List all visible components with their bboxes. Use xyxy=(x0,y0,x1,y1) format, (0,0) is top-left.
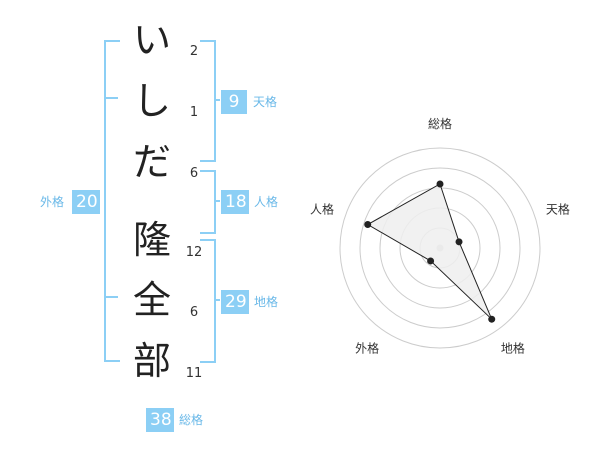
name-char-2: し xyxy=(132,79,171,123)
bracket-connector xyxy=(214,299,220,301)
radar-point-3 xyxy=(488,315,496,323)
gaikaku-value: 20 xyxy=(72,190,100,214)
radar-point-1 xyxy=(436,180,444,188)
tenkaku-label: 天格 xyxy=(253,95,278,109)
radar-point-5 xyxy=(364,221,372,229)
radar-axis-label: 総格 xyxy=(428,116,452,131)
chikaku-label: 地格 xyxy=(254,295,279,309)
chikaku-bracket xyxy=(200,239,216,363)
radar-axis-label: 地格 xyxy=(501,340,525,355)
stroke-count-1: 2 xyxy=(189,44,199,59)
tenkaku-bracket xyxy=(200,40,216,162)
jinkaku-value: 18 xyxy=(221,190,249,214)
bracket-connector xyxy=(214,99,220,101)
stroke-count-6: 11 xyxy=(185,366,203,381)
name-char-1: い xyxy=(132,18,171,62)
stroke-count-5: 6 xyxy=(189,305,199,320)
stroke-count-3: 6 xyxy=(189,166,199,181)
radar-point-2 xyxy=(455,238,463,246)
radar-point-4 xyxy=(427,257,435,265)
name-char-4: 隆 xyxy=(132,218,171,262)
radar-grid-ring xyxy=(339,147,541,349)
jinkaku-bracket xyxy=(200,170,216,234)
jinkaku-label: 人格 xyxy=(254,195,279,209)
name-char-6: 部 xyxy=(132,339,171,383)
radar-axis-label: 人格 xyxy=(310,202,334,217)
stroke-count-4: 12 xyxy=(185,245,203,260)
radar-grid-ring xyxy=(359,167,521,329)
soukaku-value: 38 xyxy=(146,408,174,432)
gaikaku-label: 外格 xyxy=(40,195,65,209)
bracket-tick xyxy=(104,296,118,298)
gaikaku-bracket xyxy=(104,40,120,362)
radar-axis-label: 外格 xyxy=(355,340,379,355)
bracket-tick xyxy=(104,97,118,99)
radar-series-polygon xyxy=(366,183,493,320)
tenkaku-value: 9 xyxy=(221,90,247,114)
radar-axis-label: 天格 xyxy=(546,202,570,217)
stroke-count-2: 1 xyxy=(189,105,199,120)
bracket-connector xyxy=(214,200,220,202)
chikaku-value: 29 xyxy=(221,290,249,314)
name-char-3: だ xyxy=(132,140,171,184)
name-char-5: 全 xyxy=(132,278,171,322)
soukaku-label: 総格 xyxy=(179,413,204,427)
